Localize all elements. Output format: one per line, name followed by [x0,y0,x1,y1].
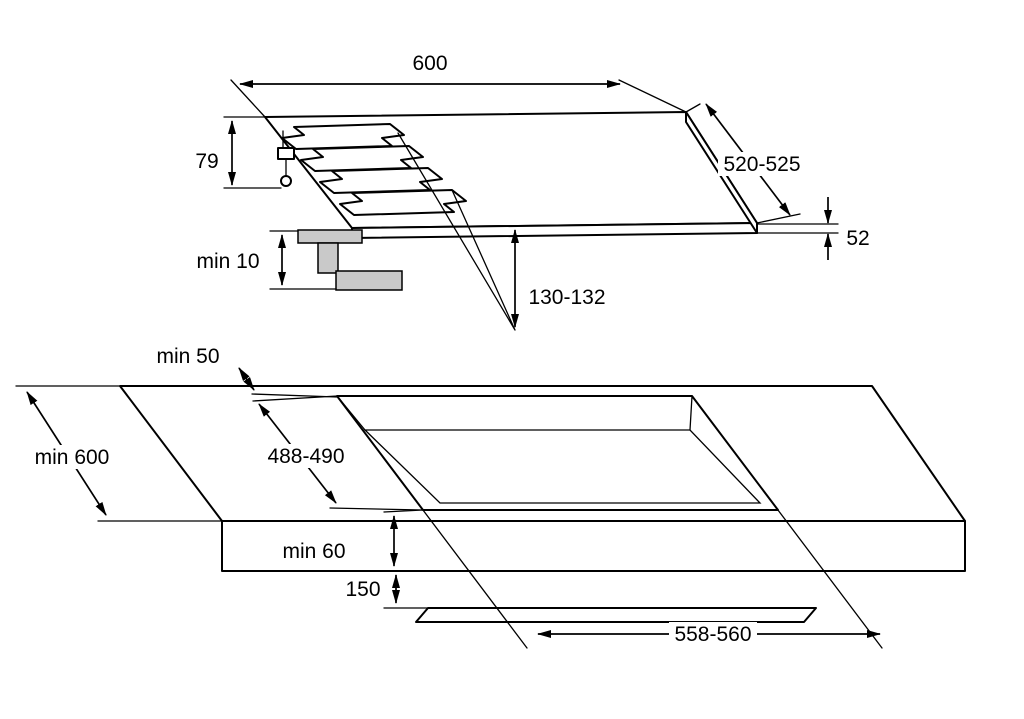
dim-hob-depth: 520-525 [718,152,806,176]
worktop-front-face [221,520,966,572]
worktop-view [15,367,966,649]
dim-cutout-width: 558-560 [669,622,757,646]
dim-shelf-clearance-label: 150 [345,578,380,601]
dim-bracket-clearance-label: min 10 [196,250,259,273]
burner-grate-icon [281,123,405,150]
dim-front-clearance-label: min 60 [282,540,345,563]
dim-bracket-clearance: min 10 [192,249,264,273]
dim-hob-width: 600 [407,51,453,75]
dim-rear-clearance-label: min 50 [156,345,219,368]
dim-shelf-clearance: 150 [340,577,386,601]
dim-cutout-width-label: 558-560 [674,623,751,646]
dim-hob-depth-label: 520-525 [723,153,800,176]
dim-cutout-depth: 488-490 [262,444,350,468]
burner-grate-icon [339,189,467,216]
dim-hob-thickness-label: 52 [846,227,869,250]
mounting-bracket [297,229,403,291]
burner-grate-icon [300,145,424,172]
dim-hob-profile-height-label: 79 [195,150,218,173]
dim-rear-clearance: min 50 [152,344,224,368]
dim-hob-profile-height: 79 [190,149,224,173]
burner-grate-icon [319,167,443,194]
dim-worktop-depth-label: min 600 [35,446,110,469]
dim-cutout-depth-label: 488-490 [267,445,344,468]
shelf-board [415,607,817,623]
dim-front-clearance: min 60 [278,539,350,563]
extension-lines-top [223,79,839,331]
dim-hob-thickness: 52 [841,226,875,250]
dim-hob-width-label: 600 [412,52,447,75]
cutout-inner-edge [363,429,762,504]
dim-worktop-depth: min 600 [29,445,115,469]
gas-connection-icon [277,130,295,187]
extension-lines-bottom [15,385,883,649]
dim-burner-dimension: 130-132 [523,285,611,309]
dim-burner-dimension-label: 130-132 [528,286,605,309]
dimension-labels: 600 520-525 52 79 min 10 130-132 min 50 [29,51,875,646]
